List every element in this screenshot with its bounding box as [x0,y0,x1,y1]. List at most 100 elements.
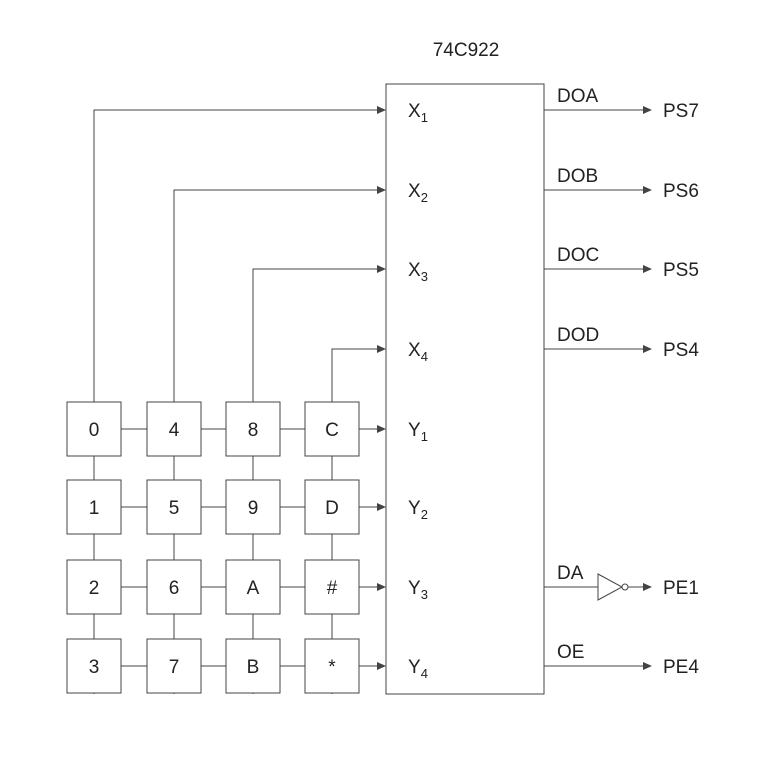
key-label: 6 [169,578,180,599]
key-box [66,479,122,535]
key-label: 2 [89,578,100,599]
key-6[interactable]: 6 [146,559,202,615]
key-label: * [328,657,336,678]
output-arrowhead [643,345,652,353]
x2-arrowhead [377,186,386,194]
output-arrowhead [643,662,652,670]
output-dest-label: PS6 [663,181,699,202]
key-label: 3 [89,657,100,678]
pin-y4: Y4 [408,657,428,681]
key-2[interactable]: 2 [66,559,122,615]
key-label: 4 [169,420,180,441]
pin-x1: X1 [408,101,428,125]
pin-base: Y [408,657,421,678]
key-7[interactable]: 7 [146,638,202,694]
key-label: 9 [248,498,259,519]
key-B[interactable]: B [225,638,281,694]
pin-base: Y [408,578,421,599]
output-arrowhead [643,106,652,114]
key-*[interactable]: * [304,638,360,694]
key-label: 0 [89,420,100,441]
pin-subscript: 2 [421,190,428,205]
pin-base: Y [408,498,421,519]
output-dest-label: PS7 [663,101,699,122]
pin-y2: Y2 [408,498,428,522]
key-label: 8 [248,420,259,441]
output-pin-label: DOA [557,86,599,107]
pin-subscript: 4 [421,666,428,681]
output-dest-label: PS5 [663,260,699,281]
x4-arrowhead [377,345,386,353]
key-box [66,638,122,694]
inverter-bubble [621,583,629,591]
key-box [225,638,281,694]
pin-subscript: 3 [421,587,428,602]
pin-subscript: 3 [421,269,428,284]
key-4[interactable]: 4 [146,401,202,457]
key-A[interactable]: A [225,559,281,615]
pin-base: X [408,101,421,122]
output-pin-label: DOB [557,166,598,187]
x4-wire [331,348,382,400]
pin-y3: Y3 [408,578,428,602]
output-arrowhead [643,583,652,591]
key-5[interactable]: 5 [146,479,202,535]
key-box [225,479,281,535]
key-label: C [325,420,339,441]
key-9[interactable]: 9 [225,479,281,535]
pin-y1: Y1 [408,420,428,444]
key-label: 1 [89,498,100,519]
inverter-triangle [597,573,624,601]
key-box [304,559,360,615]
key-label: # [327,578,338,599]
chip-body [385,83,545,695]
x3-wire [252,268,382,400]
key-box [225,401,281,457]
key-0[interactable]: 0 [66,401,122,457]
x3-arrowhead [377,265,386,273]
keypad: 0 4 8 C 1 5 9 D 2 6 A #3 7 B * [66,401,360,694]
output-pin-label: DOD [557,325,599,346]
chip-title: 74C922 [433,40,500,61]
key-3[interactable]: 3 [66,638,122,694]
output-dest-label: PE4 [663,657,699,678]
y2-arrowhead [377,503,386,511]
key-label: B [247,657,260,678]
key-label: D [325,498,339,519]
pin-base: X [408,340,421,361]
x2-wire [173,189,382,400]
column-wires [93,106,386,400]
key-D[interactable]: D [304,479,360,535]
pin-base: Y [408,420,421,441]
key-label: A [247,578,260,599]
key-box [66,401,122,457]
output-dob: DOB PS6 [544,166,699,202]
pin-subscript: 1 [421,429,428,444]
pin-base: X [408,260,421,281]
x1-arrowhead [377,106,386,114]
key-#[interactable]: # [304,559,360,615]
key-1[interactable]: 1 [66,479,122,535]
key-C[interactable]: C [304,401,360,457]
key-box [304,401,360,457]
pin-subscript: 1 [421,110,428,125]
pin-base: X [408,181,421,202]
output-arrowhead [643,265,652,273]
y1-arrowhead [377,425,386,433]
output-doa: DOA PS7 [544,86,699,122]
key-box [304,479,360,535]
pin-x4: X4 [408,340,428,364]
key-box [146,401,202,457]
key-label: 5 [169,498,180,519]
key-8[interactable]: 8 [225,401,281,457]
output-pin-label: DA [557,563,584,584]
y3-arrowhead [377,583,386,591]
key-box [66,559,122,615]
key-box [304,638,360,694]
